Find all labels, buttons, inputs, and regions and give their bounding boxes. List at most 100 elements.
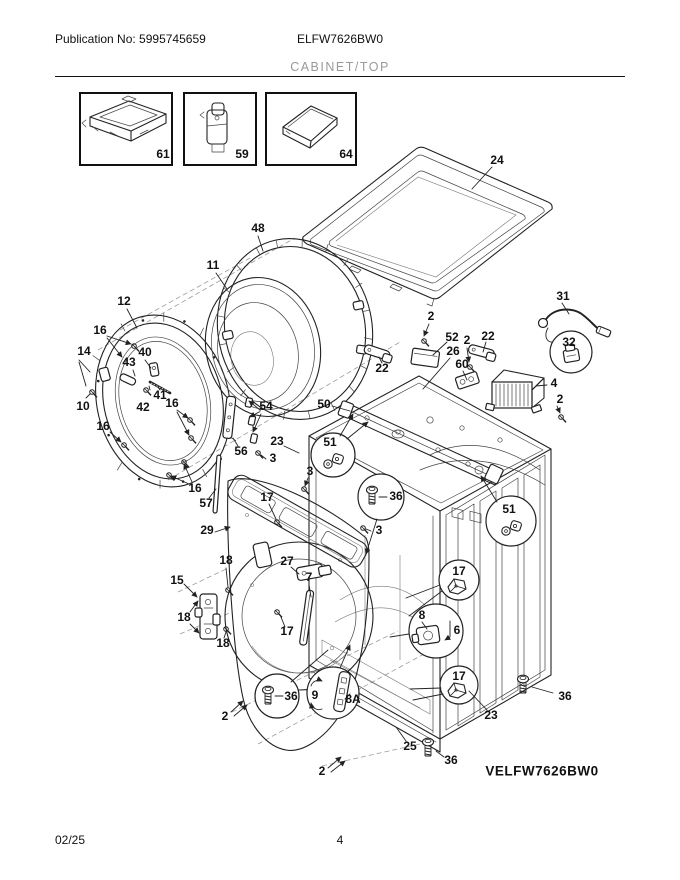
callout-2: 2 <box>464 333 471 347</box>
section-title: CABINET/TOP <box>290 60 390 74</box>
callout-8A: 8A <box>345 692 361 706</box>
diagram-model-label: VELFW7626BW0 <box>485 764 598 779</box>
callout-24: 24 <box>490 153 504 167</box>
side-panel-ribs <box>457 464 541 727</box>
rod-7 <box>299 589 315 646</box>
inset-part-61-sketch <box>81 95 167 142</box>
callout-10: 10 <box>76 399 90 413</box>
inset-box-59 <box>183 92 257 166</box>
callout-43: 43 <box>122 355 136 369</box>
callout-18: 18 <box>219 553 233 567</box>
detail-circle-36-bottom <box>254 673 300 719</box>
callout-54: 54 <box>259 399 273 413</box>
bracket-22-right <box>467 344 497 363</box>
callout-2: 2 <box>222 709 229 723</box>
detail-circle-51-left <box>310 432 356 478</box>
front-panel-trim <box>227 474 368 568</box>
callout-3: 3 <box>307 464 314 478</box>
front-panel-29 <box>224 474 374 751</box>
callout-17: 17 <box>280 624 294 638</box>
callout-18: 18 <box>216 636 230 650</box>
callout-18: 18 <box>177 610 191 624</box>
footer-page-number: 4 <box>336 833 344 847</box>
callout-11: 11 <box>207 258 220 272</box>
callout-64: 64 <box>339 147 353 161</box>
detail-circle-17-bottom <box>439 665 479 705</box>
callout-41: 41 <box>153 388 167 402</box>
callout-16: 16 <box>93 323 107 337</box>
detail-circle-8-6 <box>408 603 464 659</box>
callout-57: 57 <box>199 496 213 510</box>
callout-17: 17 <box>452 564 466 578</box>
callout-3: 3 <box>270 451 277 465</box>
callout-50: 50 <box>317 397 331 411</box>
top-parts <box>363 308 612 414</box>
callout-7: 7 <box>306 570 313 584</box>
callout-26: 26 <box>446 344 460 358</box>
callout-2: 2 <box>428 309 435 323</box>
detail-circle-36-mid <box>357 473 405 521</box>
door-outer-ring-12 <box>92 312 237 489</box>
inset-box-64 <box>265 92 357 166</box>
detail-circle-32 <box>549 330 593 374</box>
callout-2: 2 <box>319 764 326 778</box>
inset-part-64-sketch <box>282 105 338 149</box>
door-glass-11 <box>204 276 322 418</box>
callout-17: 17 <box>260 490 274 504</box>
model-number: ELFW7626BW0 <box>296 32 384 46</box>
callout-36: 36 <box>389 489 403 503</box>
callout-17: 17 <box>452 669 466 683</box>
callout-12: 12 <box>117 294 131 308</box>
inset-box-61 <box>79 92 173 166</box>
detail-circle-17-top <box>438 559 480 601</box>
callout-31: 31 <box>556 289 570 303</box>
door-hinge-small-parts <box>88 343 197 482</box>
callout-42: 42 <box>136 400 150 414</box>
strip-parts-54-56-57 <box>212 395 259 514</box>
callout-22: 22 <box>375 361 389 375</box>
leader-lines <box>78 166 570 773</box>
callout-36: 36 <box>444 753 458 767</box>
callout-23: 23 <box>270 434 284 448</box>
part-52 <box>410 347 441 368</box>
callout-36: 36 <box>284 689 298 703</box>
callout-8: 8 <box>419 608 426 622</box>
footer-date: 02/25 <box>55 833 86 847</box>
callout-9: 9 <box>312 688 319 702</box>
bracket-22-left <box>363 344 393 364</box>
callout-16: 16 <box>96 419 110 433</box>
callout-2: 2 <box>557 392 564 406</box>
callout-22: 22 <box>481 329 495 343</box>
publication-number: Publication No: 5995745659 <box>55 32 206 46</box>
callout-3: 3 <box>376 523 383 537</box>
callout-6: 6 <box>454 623 461 637</box>
callout-56: 56 <box>234 444 248 458</box>
callout-32: 32 <box>562 335 576 349</box>
detail-circle-51-right <box>485 495 537 547</box>
callout-4: 4 <box>551 376 558 390</box>
top-panel-24 <box>302 146 553 307</box>
transformer-4 <box>485 369 545 414</box>
header-rule <box>55 76 625 77</box>
callout-51: 51 <box>502 502 516 516</box>
callout-15: 15 <box>170 573 184 587</box>
detail-circle-9-8A <box>306 666 360 720</box>
callout-16: 16 <box>165 396 179 410</box>
callout-23: 23 <box>484 708 498 722</box>
callout-16: 16 <box>188 481 202 495</box>
callout-29: 29 <box>200 523 214 537</box>
door-lock-27 <box>295 563 332 581</box>
callout-51: 51 <box>323 435 337 449</box>
door-inner-ring-48 <box>216 238 374 420</box>
callout-52: 52 <box>445 330 459 344</box>
callout-40: 40 <box>138 345 152 359</box>
cabinet-interior <box>321 535 431 715</box>
callout-27: 27 <box>280 554 294 568</box>
callout-48: 48 <box>251 221 265 235</box>
inset-part-59-sketch <box>199 102 228 153</box>
callout-59: 59 <box>235 147 249 161</box>
callout-14: 14 <box>77 344 91 358</box>
